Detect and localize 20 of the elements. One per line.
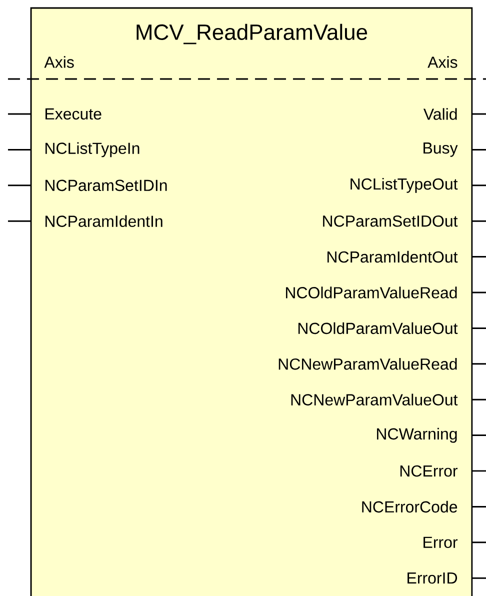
pin-label: NCParamIdentOut	[328, 250, 458, 263]
pin-label: ErrorID	[408, 572, 458, 584]
pin-label: Busy	[424, 142, 458, 157]
pin-label: NCParamIdentIn	[46, 215, 162, 227]
pin-label: Execute	[46, 108, 102, 120]
pin-label: NCNewParamValueRead	[278, 358, 457, 370]
pin-label: NCOldParamValueOut	[298, 322, 458, 334]
pin-label: NCNewParamValueOut	[291, 394, 458, 406]
pin-label: NCWarning	[377, 428, 457, 443]
pin-label: Axis	[428, 56, 458, 68]
pin-label: NCParamSetIDOut	[323, 215, 458, 227]
pin-label: NCListTypeOut	[350, 178, 458, 193]
pin-label: NCError	[400, 465, 458, 477]
pin-label: Error	[424, 536, 458, 548]
pin-label: Valid	[423, 108, 457, 120]
pin-label: NCParamSetIDIn	[46, 180, 167, 192]
pin-label: Axis	[44, 56, 74, 68]
pin-label: NCErrorCode	[362, 500, 458, 513]
pin-label: NCOldParamValueRead	[286, 286, 457, 298]
pin-label: NCListTypeIn	[46, 142, 140, 158]
